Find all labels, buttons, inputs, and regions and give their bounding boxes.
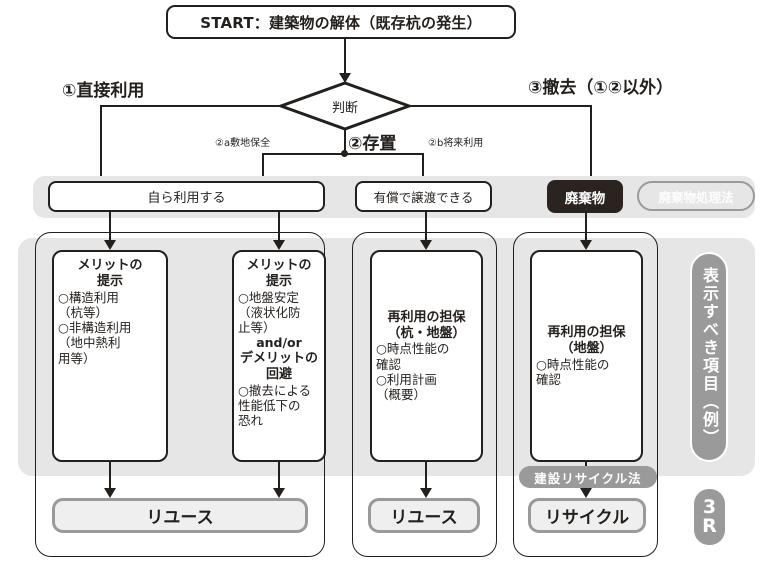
branch-label-center: ②存置 bbox=[348, 134, 397, 154]
tag-3r-line1: 3 bbox=[702, 496, 717, 518]
connector-center-right-stem bbox=[422, 153, 424, 181]
arrow-selfuse-to-card1 bbox=[104, 240, 116, 250]
card2-heading-line1: メリットの bbox=[246, 258, 312, 273]
arrow-card4-to-recycle bbox=[580, 488, 592, 498]
card2-itemb-0: ○撤去による bbox=[238, 382, 312, 398]
start-label: START：建築物の解体（既存杭の発生） bbox=[200, 13, 482, 32]
result-reuse-left-label: リユース bbox=[146, 508, 214, 528]
arrow-card2-to-reuse bbox=[273, 488, 285, 498]
card3-item-2: ○利用計画 bbox=[376, 371, 437, 387]
card3-item-0: ○時点性能の bbox=[376, 341, 450, 357]
pill-construction-recycle-law-label: 建設リサイクル法 bbox=[534, 470, 642, 486]
result-recycle: リサイクル bbox=[528, 498, 646, 533]
card1-item-3: （地中熱利 bbox=[58, 335, 121, 351]
card2-connector: and/or bbox=[256, 335, 302, 351]
arrow-paid-to-card3 bbox=[420, 240, 432, 250]
result-recycle-label: リサイクル bbox=[544, 508, 630, 528]
card2-items-b: ○撤去による 性能低下の 恐れ bbox=[238, 383, 320, 429]
card2-itema-1: （液状化防 bbox=[238, 304, 301, 320]
card3-heading-line1: 再利用の担保 bbox=[387, 309, 466, 325]
card4-item-0: ○時点性能の bbox=[536, 356, 610, 372]
tag-3r-line2: R bbox=[702, 515, 717, 537]
connector-card3-to-reuse bbox=[425, 462, 427, 490]
card2-itema-2: 止等） bbox=[238, 320, 276, 336]
connector-decision-down bbox=[344, 129, 346, 154]
chip-waste: 廃棄物 bbox=[547, 180, 623, 213]
arrow-selfuse-to-card2 bbox=[273, 240, 285, 250]
card4-item-1: 確認 bbox=[536, 371, 562, 387]
result-reuse-mid-label: リユース bbox=[390, 508, 458, 528]
connector-card1-to-reuse bbox=[109, 462, 111, 490]
card4-items: ○時点性能の 確認 bbox=[536, 357, 637, 388]
arrow-waste-to-card4 bbox=[580, 240, 592, 250]
label-display-items-text: 表示すべき項目（例） bbox=[700, 267, 719, 447]
label-display-items: 表示すべき項目（例） bbox=[690, 252, 728, 462]
decision-label: 判断 bbox=[331, 100, 358, 116]
card1-item-0: ○構造利用 bbox=[58, 289, 119, 305]
box-paid-transfer: 有償で譲渡できる bbox=[355, 181, 492, 212]
result-reuse-mid: リユース bbox=[368, 498, 480, 533]
branch-label-center-right: ②b将来利用 bbox=[428, 138, 484, 149]
branch-label-left: ①直接利用 bbox=[62, 81, 145, 101]
card1-items: ○構造利用 （杭等） ○非構造利用 （地中熱利 用等） bbox=[58, 290, 162, 366]
card1-item-2: ○非構造利用 bbox=[58, 320, 132, 336]
arrow-card1-to-reuse bbox=[104, 488, 116, 498]
connector-start-to-decision bbox=[344, 39, 346, 75]
card1-item-4: 用等） bbox=[58, 350, 96, 366]
card4-heading-line2: （地盤） bbox=[560, 340, 613, 356]
card3-item-3: （概要） bbox=[376, 387, 427, 403]
card1-item-1: （杭等） bbox=[58, 304, 109, 320]
arrow-start-to-decision bbox=[339, 73, 351, 83]
branch-label-right: ③撤去（①②以外） bbox=[528, 78, 674, 98]
pill-waste-disposal-law: 廃棄物処理法 bbox=[637, 181, 755, 211]
tag-3r: 3 R bbox=[694, 489, 725, 545]
card3-heading-line2: （杭・地盤） bbox=[387, 325, 466, 341]
card-reuse-guarantee-pile-ground: 再利用の担保 （杭・地盤） ○時点性能の 確認 ○利用計画 （概要） bbox=[370, 250, 483, 462]
decision-diamond: 判断 bbox=[281, 82, 409, 130]
card2-itemb-1: 性能低下の bbox=[238, 398, 301, 414]
card2-itemb-2: 恐れ bbox=[238, 413, 264, 429]
card1-heading-line1: メリットの bbox=[77, 258, 143, 273]
card2-heading-line2: 提示 bbox=[265, 273, 292, 289]
column-container-paid-transfer bbox=[352, 232, 497, 557]
box-self-use: 自ら利用する bbox=[48, 181, 325, 212]
card1-heading-line2: 提示 bbox=[96, 273, 123, 289]
card-merit-ground: メリットの 提示 ○地盤安定 （液状化防 止等） and/or デメリットの 回… bbox=[232, 250, 326, 462]
rail-center bbox=[262, 153, 424, 155]
card-reuse-guarantee-ground: 再利用の担保 （地盤） ○時点性能の 確認 bbox=[530, 250, 643, 462]
rail-right bbox=[408, 105, 592, 107]
connector-card2-to-reuse bbox=[278, 462, 280, 490]
card3-item-1: 確認 bbox=[376, 356, 402, 372]
connector-selfuse-to-card1 bbox=[109, 212, 111, 242]
connector-waste-to-card4 bbox=[585, 213, 587, 242]
result-reuse-left: リユース bbox=[52, 498, 308, 533]
start-box: START：建築物の解体（既存杭の発生） bbox=[166, 5, 516, 39]
pill-waste-disposal-law-label: 廃棄物処理法 bbox=[658, 189, 734, 205]
card-merit-structural: メリットの 提示 ○構造利用 （杭等） ○非構造利用 （地中熱利 用等） bbox=[52, 250, 168, 462]
connector-right-drop bbox=[590, 105, 592, 181]
card2-itema-0: ○地盤安定 bbox=[238, 289, 299, 305]
chip-waste-label: 廃棄物 bbox=[564, 190, 606, 207]
box-self-use-label: 自ら利用する bbox=[147, 191, 226, 206]
card2-heading2-line2: 回避 bbox=[265, 366, 292, 382]
connector-left-drop bbox=[100, 105, 102, 181]
card4-heading-line1: 再利用の担保 bbox=[547, 324, 626, 340]
card3-items: ○時点性能の 確認 ○利用計画 （概要） bbox=[376, 341, 477, 402]
rail-left bbox=[100, 105, 282, 107]
box-paid-transfer-label: 有償で譲渡できる bbox=[373, 190, 474, 205]
pill-construction-recycle-law: 建設リサイクル法 bbox=[519, 466, 657, 488]
arrow-card3-to-reuse bbox=[420, 488, 432, 498]
connector-selfuse-to-card2 bbox=[278, 212, 280, 242]
card2-heading2-line1: デメリットの bbox=[239, 351, 318, 367]
connector-paid-to-card3 bbox=[425, 212, 427, 242]
card2-items-a: ○地盤安定 （液状化防 止等） bbox=[238, 290, 320, 336]
branch-label-center-left: ②a敷地保全 bbox=[215, 138, 271, 149]
connector-center-left-stem bbox=[262, 153, 264, 181]
